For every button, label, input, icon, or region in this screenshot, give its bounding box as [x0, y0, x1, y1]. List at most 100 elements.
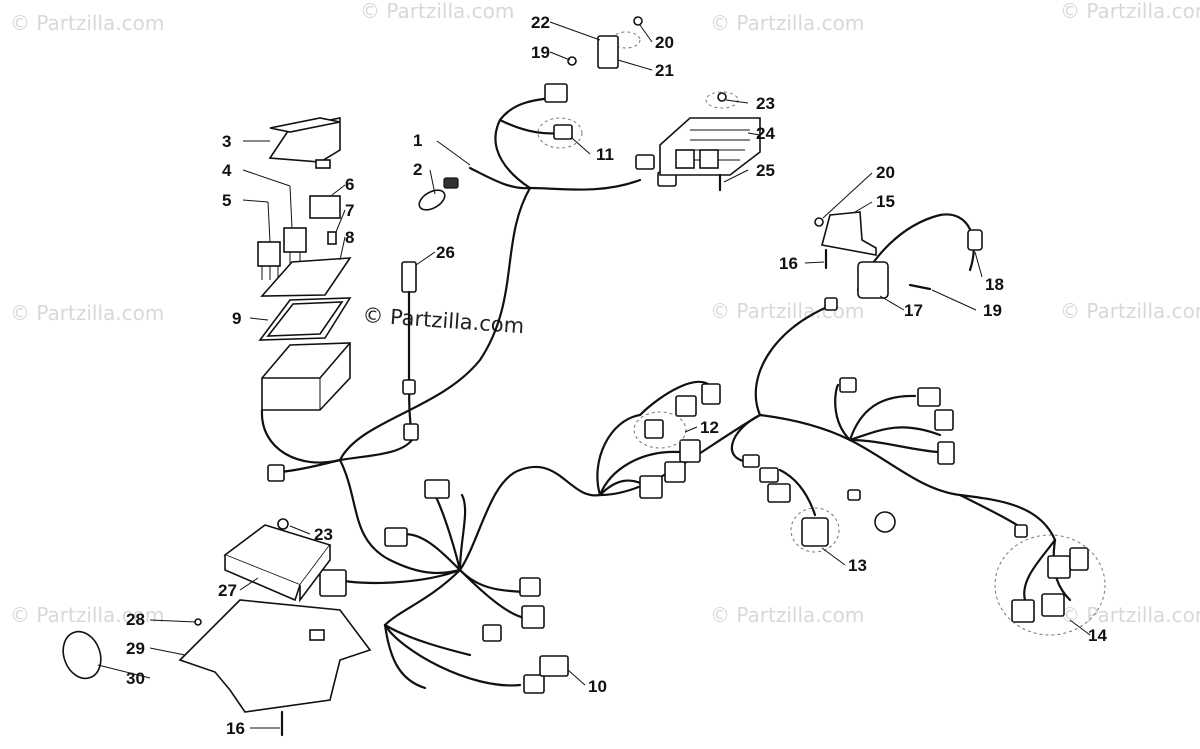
callout-16-lower: 16 [226, 719, 245, 738]
callout-20-right: 20 [876, 163, 895, 182]
connector [917, 387, 941, 407]
callout-19-right: 19 [983, 301, 1002, 320]
cap-part-2 [418, 189, 446, 211]
callout-22: 22 [531, 13, 550, 32]
connector [424, 479, 450, 499]
connector [403, 423, 419, 441]
gasket-inner [266, 301, 344, 337]
watermarks: © Partzilla.com © Partzilla.com © Partzi… [10, 0, 1200, 627]
callout-28: 28 [126, 610, 145, 629]
connector [675, 395, 697, 417]
mounting-plate-part-29 [178, 599, 372, 713]
callout-24: 24 [756, 124, 775, 143]
connector [824, 297, 838, 311]
watermark: © Partzilla.com [360, 0, 514, 23]
watermark: © Partzilla.com [710, 299, 864, 323]
nut-part-23-b [277, 518, 289, 530]
callouts: 1 2 3 4 5 6 7 8 9 10 11 12 13 14 15 16 1… [126, 13, 1107, 738]
watermark: © Partzilla.com [10, 603, 164, 627]
connector [1011, 599, 1035, 623]
connector [937, 441, 955, 465]
callout-20-top: 20 [655, 33, 674, 52]
connector [934, 409, 954, 431]
callout-15: 15 [876, 192, 895, 211]
callout-21: 21 [655, 61, 674, 80]
watermark: © Partzilla.com [710, 11, 864, 35]
callout-29: 29 [126, 639, 145, 658]
cap-connector [443, 177, 459, 189]
connector [644, 419, 664, 439]
fuse-box-cover [268, 117, 341, 169]
callout-19-top: 19 [531, 43, 550, 62]
connector [544, 83, 568, 103]
leader-lines [97, 21, 1091, 729]
clamp-part-30 [62, 630, 102, 680]
callout-1: 1 [413, 131, 422, 150]
connector [679, 439, 701, 463]
callout-27: 27 [218, 581, 237, 600]
watermark: © Partzilla.com [1060, 603, 1200, 627]
connector [1014, 524, 1028, 538]
nut-part-20 [633, 16, 643, 26]
watermark-main: © Partzilla.com [362, 303, 525, 338]
connector [767, 483, 791, 503]
callout-23-ecu: 23 [314, 525, 333, 544]
voltage-regulator [659, 117, 761, 176]
callout-25: 25 [756, 161, 775, 180]
connector [639, 475, 663, 499]
callout-11: 11 [596, 145, 614, 164]
callout-8: 8 [345, 228, 354, 247]
connector [635, 154, 655, 170]
watermark: © Partzilla.com [1060, 0, 1200, 23]
fuse-part-7 [327, 231, 337, 245]
callout-14: 14 [1088, 626, 1107, 645]
connector [519, 577, 541, 597]
connector [523, 674, 545, 694]
connector [1041, 593, 1065, 617]
callout-30: 30 [126, 669, 145, 688]
bracket-part-21 [597, 35, 619, 69]
relays [257, 195, 341, 280]
connector [1069, 547, 1089, 571]
connector [482, 624, 502, 642]
watermark: © Partzilla.com [710, 603, 864, 627]
boot-part-18 [967, 229, 983, 251]
callout-10: 10 [588, 677, 607, 696]
bulb [874, 511, 896, 533]
connector [839, 377, 857, 393]
connector [1047, 555, 1071, 579]
nut-part-23 [717, 92, 727, 102]
callout-9: 9 [232, 309, 241, 328]
callout-17: 17 [904, 301, 923, 320]
connector [742, 454, 760, 468]
callout-18: 18 [985, 275, 1004, 294]
harness-connectors [267, 83, 1089, 694]
callout-6: 6 [345, 175, 354, 194]
connector [847, 489, 861, 501]
callout-5: 5 [222, 191, 231, 210]
callout-7: 7 [345, 201, 354, 220]
watermark: © Partzilla.com [1060, 299, 1200, 323]
connector [801, 517, 829, 547]
connector [319, 569, 347, 597]
connector [267, 464, 285, 482]
callout-3: 3 [222, 132, 231, 151]
connector [664, 461, 686, 483]
connector [384, 527, 408, 547]
relay-part-6 [309, 195, 341, 219]
connector [759, 467, 779, 483]
coil-part-17 [857, 261, 889, 299]
callout-2: 2 [413, 160, 422, 179]
callout-13: 13 [848, 556, 867, 575]
watermark: © Partzilla.com [10, 11, 164, 35]
group-outlines [537, 31, 1106, 636]
connector-part-10 [539, 655, 569, 677]
relay-part-4 [283, 227, 307, 253]
sensor-part-26 [401, 261, 417, 395]
bracket-part-15 [821, 211, 877, 256]
callout-4: 4 [222, 161, 232, 180]
watermark: © Partzilla.com [10, 301, 164, 325]
callout-23-top: 23 [756, 94, 775, 113]
connector [701, 383, 721, 405]
